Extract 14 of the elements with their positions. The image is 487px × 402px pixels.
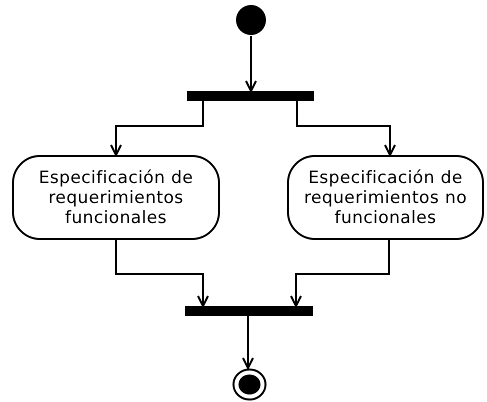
initial-node xyxy=(235,4,267,36)
arrow xyxy=(110,101,204,156)
fork-bar xyxy=(185,306,313,316)
action-node xyxy=(12,155,220,240)
arrow xyxy=(245,36,257,92)
action-node xyxy=(287,155,484,240)
arrow xyxy=(242,316,254,369)
arrow xyxy=(115,240,209,307)
final-node xyxy=(232,368,267,401)
action-label: Especificación de requerimientos funcionales xyxy=(38,168,194,228)
arrow xyxy=(296,101,396,156)
action-label: Especificación de requerimientos no funcionales xyxy=(302,168,468,228)
arrow xyxy=(290,240,390,307)
fork-bar xyxy=(187,91,314,101)
